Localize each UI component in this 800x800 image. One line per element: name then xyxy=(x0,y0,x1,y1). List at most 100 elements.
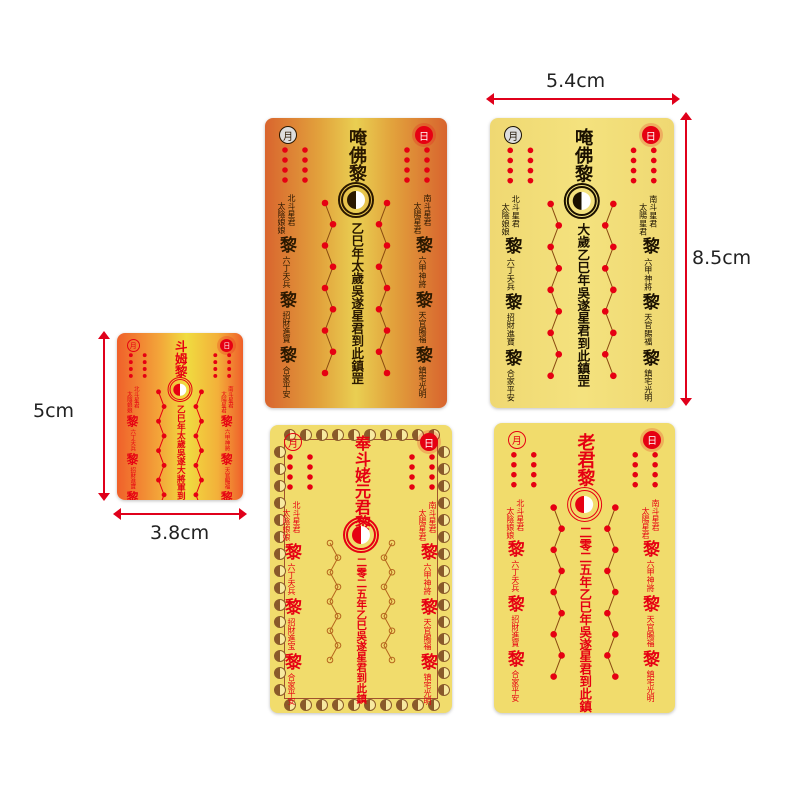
star-dot xyxy=(282,157,288,163)
yin-yang-border-icon xyxy=(438,497,450,509)
zigzag-node xyxy=(375,348,383,356)
star-dot xyxy=(429,474,435,480)
li-character: 黎 xyxy=(640,540,661,558)
li-character: 黎 xyxy=(281,543,301,560)
li-character: 黎 xyxy=(125,414,140,427)
yin-yang-border-icon xyxy=(396,699,408,711)
center-inscription: 乙巳年太歲吳遂星君到此鎮罡 xyxy=(349,222,365,385)
side-blessing-text: 镇宅光明 xyxy=(423,673,432,705)
star-dot xyxy=(429,464,435,470)
yin-yang-border-icon xyxy=(274,650,286,662)
zigzag-node xyxy=(199,477,204,483)
li-character: 黎 xyxy=(412,346,432,363)
bagua-icon xyxy=(566,486,603,523)
star-dot xyxy=(630,157,637,164)
li-character: 黎 xyxy=(412,236,432,253)
star-dot xyxy=(307,484,313,490)
star-dot xyxy=(227,360,232,365)
zigzag-node xyxy=(380,642,388,649)
star-dot xyxy=(128,367,133,371)
star-dot xyxy=(287,464,293,470)
moon-icon: 月 xyxy=(279,126,297,144)
yin-yang-border-icon xyxy=(438,480,450,492)
zigzag-line-decoration xyxy=(128,353,232,500)
star-dot xyxy=(142,353,147,358)
sun-icon: 日 xyxy=(415,126,433,144)
zigzag-node xyxy=(161,404,167,409)
zigzag-node xyxy=(156,448,161,454)
li-character: 黎 xyxy=(219,452,234,465)
side-blessing-text: 合家平安 xyxy=(282,366,291,398)
yin-yang-border-icon xyxy=(438,582,450,594)
zigzag-node xyxy=(558,525,565,532)
side-blessing-text: 招財進宝 xyxy=(287,618,296,650)
yin-yang-border-icon xyxy=(380,699,392,711)
yin-yang-border-icon xyxy=(274,684,286,696)
star-dot xyxy=(630,167,637,174)
star-dot xyxy=(511,471,517,478)
yin-yang-border-icon xyxy=(332,699,344,711)
star-dot xyxy=(507,167,514,174)
zigzag-node xyxy=(321,199,329,207)
side-top-text: 太陽星君 xyxy=(413,202,422,234)
star-dot xyxy=(630,177,637,184)
star-dot xyxy=(630,147,637,154)
yin-yang-icon xyxy=(575,495,594,514)
side-top-text: 南斗星君 xyxy=(226,385,233,408)
zigzag-node xyxy=(380,612,388,620)
li-character: 黎 xyxy=(125,490,140,500)
bagua-icon xyxy=(343,517,379,553)
zigzag-node xyxy=(610,372,617,380)
zigzag-node xyxy=(547,372,554,380)
side-top-text: 太陰娘娘 xyxy=(501,202,512,236)
zigzag-node xyxy=(326,539,334,547)
width-arrow xyxy=(486,93,680,105)
side-top-text: 南斗星君 xyxy=(428,501,437,533)
yin-yang-border-icon xyxy=(274,633,286,645)
star-dot xyxy=(511,481,517,488)
zigzag-node xyxy=(555,222,563,229)
yin-yang-border-icon xyxy=(274,565,286,577)
star-dot xyxy=(650,167,657,174)
star-dot xyxy=(282,167,288,173)
card-title: 斗姆黎 xyxy=(173,339,189,378)
zigzag-node xyxy=(193,404,199,409)
side-blessing-text: 天官賜福 xyxy=(418,311,427,343)
star-dot xyxy=(424,177,430,183)
yin-yang-border-icon xyxy=(274,446,286,458)
star-dot xyxy=(287,484,293,490)
side-top-text: 南斗星君 xyxy=(423,194,432,226)
side-top-text: 太陰娘娘 xyxy=(505,506,515,539)
small-height-arrow xyxy=(98,331,110,501)
star-dot xyxy=(404,167,410,173)
star-dot xyxy=(429,484,435,490)
zigzag-node xyxy=(601,350,609,358)
side-top-text: 北斗星君 xyxy=(132,385,139,408)
star-dot xyxy=(404,147,410,153)
zigzag-node xyxy=(156,477,161,483)
star-dot xyxy=(282,147,288,153)
zigzag-node xyxy=(375,305,383,313)
star-dot xyxy=(409,474,415,480)
yin-yang-border-icon xyxy=(396,429,408,441)
yin-yang-border-icon xyxy=(438,633,450,645)
li-character: 黎 xyxy=(638,237,659,255)
star-dot xyxy=(652,471,658,478)
li-character: 黎 xyxy=(417,543,437,560)
star-dot xyxy=(409,454,415,460)
star-dot xyxy=(128,353,133,358)
yin-yang-border-icon xyxy=(348,699,360,711)
zigzag-node xyxy=(321,369,329,377)
star-dot xyxy=(287,454,293,460)
star-dot xyxy=(307,464,313,470)
side-blessing-text: 六丁天兵 xyxy=(510,560,520,593)
li-character: 黎 xyxy=(219,414,234,427)
bordered-talisman-card: 月日奉斗姥元君黎二零二五年乙巳吳遂星君到此鎮北斗星君太陰娘娘黎六丁天兵黎招財進宝… xyxy=(270,425,452,713)
moon-icon: 月 xyxy=(507,430,526,449)
yin-yang-border-icon xyxy=(274,514,286,526)
side-blessing-text: 六丁天兵 xyxy=(282,256,291,288)
card-title: 老君黎 xyxy=(574,432,596,487)
li-character: 黎 xyxy=(412,291,432,308)
zigzag-node xyxy=(161,492,167,498)
star-dot xyxy=(507,157,514,164)
